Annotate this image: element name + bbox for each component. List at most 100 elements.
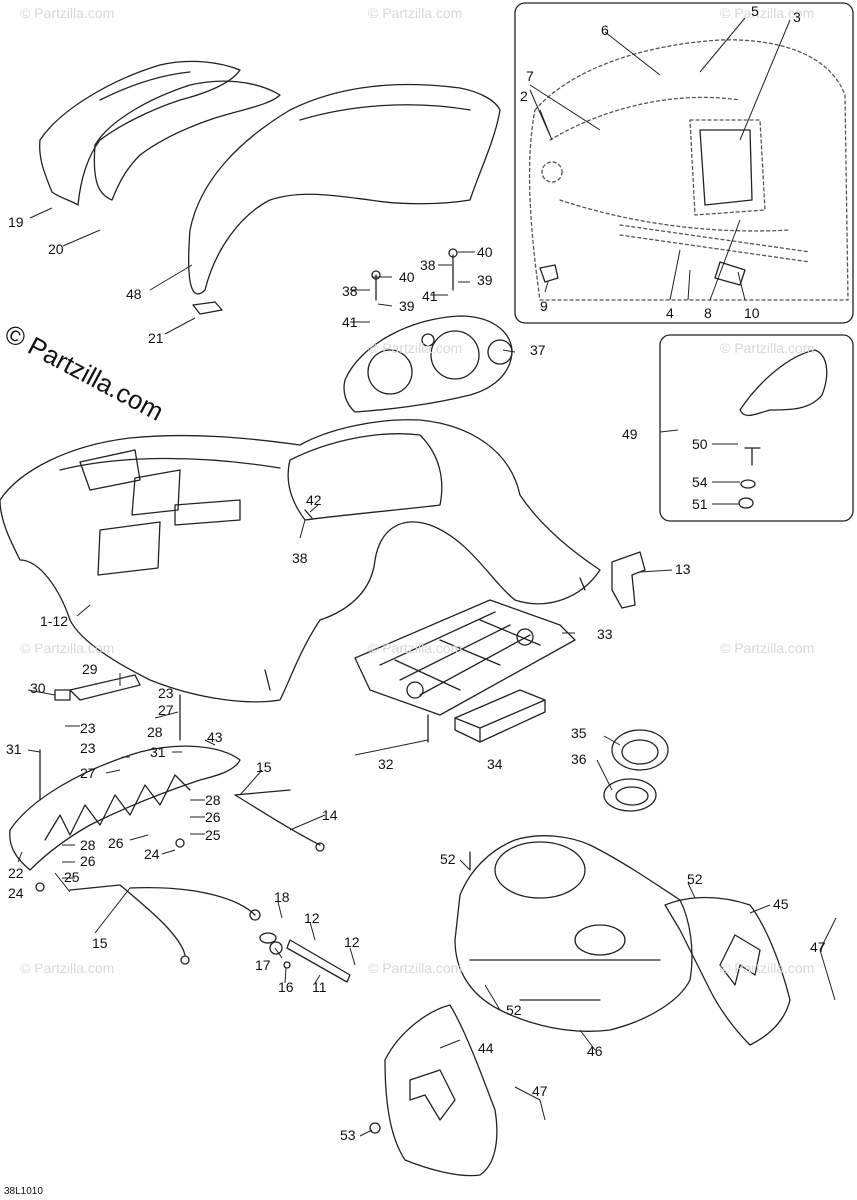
watermark: © Partzilla.com bbox=[720, 960, 815, 976]
part-35-ring bbox=[611, 729, 669, 771]
callout-11: 11 bbox=[312, 979, 327, 995]
callout-36: 36 bbox=[571, 751, 587, 767]
callout-18: 18 bbox=[274, 889, 290, 905]
callout-7: 7 bbox=[526, 68, 534, 84]
callout-33: 33 bbox=[597, 626, 613, 642]
watermark: © Partzilla.com bbox=[720, 640, 815, 656]
callout-23: 23 bbox=[80, 740, 96, 756]
watermark: © Partzilla.com bbox=[20, 5, 115, 21]
watermark: © Partzilla.com bbox=[720, 5, 815, 21]
callout-53: 53 bbox=[340, 1127, 356, 1143]
callout-25: 25 bbox=[64, 869, 80, 885]
part-14-cable bbox=[234, 794, 321, 846]
drawing-code: 38L1010 bbox=[4, 1186, 43, 1197]
part-33-storage-tray bbox=[354, 599, 576, 716]
callout-16: 16 bbox=[278, 979, 294, 995]
callout-32: 32 bbox=[378, 756, 394, 772]
callout-22: 22 bbox=[8, 865, 24, 881]
callout-9: 9 bbox=[540, 298, 548, 314]
callout-28: 28 bbox=[80, 837, 96, 853]
part-48-liner bbox=[188, 83, 501, 295]
callout-2: 2 bbox=[520, 88, 528, 104]
part-1-12-hood bbox=[0, 419, 601, 703]
callout-30: 30 bbox=[30, 680, 46, 696]
callout-52: 52 bbox=[687, 871, 703, 887]
part-46-console bbox=[454, 835, 693, 1032]
callout-47: 47 bbox=[810, 939, 826, 955]
callout-31: 31 bbox=[6, 741, 22, 757]
part-36-ring bbox=[603, 778, 657, 812]
watermark: © Partzilla.com bbox=[20, 960, 115, 976]
callout-40: 40 bbox=[477, 244, 493, 260]
callout-37: 37 bbox=[530, 342, 546, 358]
callout-3: 3 bbox=[793, 9, 801, 25]
inset-box-decals bbox=[514, 2, 854, 324]
part-44-side-panel bbox=[384, 1004, 498, 1177]
part-15-cable bbox=[69, 884, 186, 956]
callout-50: 50 bbox=[692, 436, 708, 452]
callout-42: 42 bbox=[306, 492, 322, 508]
callout-29: 29 bbox=[82, 661, 98, 677]
watermark: © Partzilla.com bbox=[720, 340, 815, 356]
callout-52: 52 bbox=[506, 1002, 522, 1018]
callout-15: 15 bbox=[92, 935, 108, 951]
watermark: © Partzilla.com bbox=[368, 5, 463, 21]
callout-23: 23 bbox=[80, 720, 96, 736]
callout-26: 26 bbox=[80, 853, 96, 869]
inset-box-mirror bbox=[659, 334, 854, 522]
part-30-plug bbox=[54, 689, 71, 701]
callout-12: 12 bbox=[304, 910, 320, 926]
part-19-nose-cover bbox=[39, 60, 241, 206]
callout-24: 24 bbox=[144, 846, 160, 862]
callout-26: 26 bbox=[205, 809, 221, 825]
callout-31: 31 bbox=[150, 744, 166, 760]
callout-41: 41 bbox=[422, 288, 438, 304]
part-37-gauge-bezel bbox=[343, 315, 513, 413]
callout-38: 38 bbox=[292, 550, 308, 566]
callout-47: 47 bbox=[532, 1083, 548, 1099]
part-43-support bbox=[9, 745, 241, 871]
callout-20: 20 bbox=[48, 241, 64, 257]
callout-26: 26 bbox=[108, 835, 124, 851]
callout-23: 23 bbox=[158, 685, 174, 701]
callout-28: 28 bbox=[147, 724, 163, 740]
callout-49: 49 bbox=[622, 426, 638, 442]
callout-43: 43 bbox=[207, 729, 223, 745]
callout-8: 8 bbox=[704, 305, 712, 321]
callout-15: 15 bbox=[256, 759, 272, 775]
callout-1-12: 1-12 bbox=[40, 613, 69, 629]
callout-4: 4 bbox=[666, 305, 674, 321]
watermark: © Partzilla.com bbox=[20, 640, 115, 656]
callout-48: 48 bbox=[126, 286, 142, 302]
callout-40: 40 bbox=[399, 269, 415, 285]
callout-27: 27 bbox=[158, 702, 174, 718]
callout-54: 54 bbox=[692, 474, 708, 490]
callout-39: 39 bbox=[399, 298, 415, 314]
callout-6: 6 bbox=[601, 22, 609, 38]
part-29-strip bbox=[69, 674, 141, 701]
callout-14: 14 bbox=[322, 807, 338, 823]
part-20-inner-panel bbox=[93, 80, 281, 201]
callout-46: 46 bbox=[587, 1043, 603, 1059]
callout-38: 38 bbox=[342, 283, 358, 299]
callout-5: 5 bbox=[751, 3, 759, 19]
callout-10: 10 bbox=[744, 305, 760, 321]
callout-45: 45 bbox=[773, 896, 789, 912]
callout-39: 39 bbox=[477, 272, 493, 288]
callout-28: 28 bbox=[205, 792, 221, 808]
part-11-lever bbox=[286, 939, 351, 983]
callout-21: 21 bbox=[148, 330, 164, 346]
callout-38: 38 bbox=[420, 257, 436, 273]
watermark: © Partzilla.com bbox=[368, 640, 463, 656]
callout-12: 12 bbox=[344, 934, 360, 950]
callout-34: 34 bbox=[487, 756, 503, 772]
callout-19: 19 bbox=[8, 214, 24, 230]
callout-41: 41 bbox=[342, 314, 358, 330]
callout-51: 51 bbox=[692, 496, 708, 512]
callout-52: 52 bbox=[440, 851, 456, 867]
watermark: © Partzilla.com bbox=[368, 960, 463, 976]
callout-35: 35 bbox=[571, 725, 587, 741]
callout-17: 17 bbox=[255, 957, 271, 973]
